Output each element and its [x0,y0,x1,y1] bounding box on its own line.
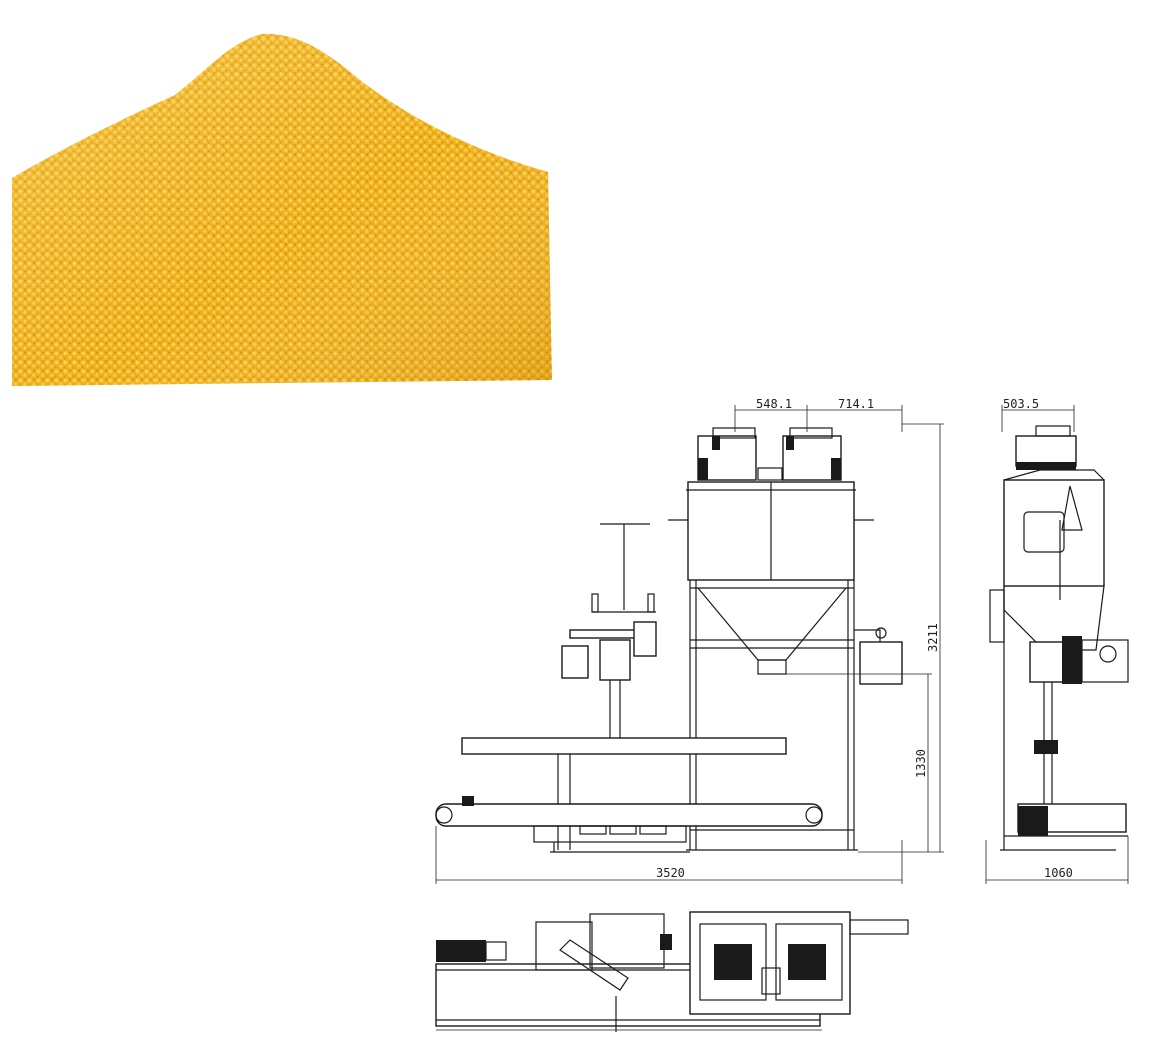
dimension-length: 3520 [435,826,903,884]
sewing-machine [561,523,657,738]
dimension-top: 548.1 714.1 [734,397,903,432]
dim-714-1: 714.1 [838,397,874,411]
dim-548-1: 548.1 [756,397,792,411]
conveyor [435,796,823,853]
side-box [859,641,903,685]
dim-503-5: 503.5 [1003,397,1039,411]
dim-1060: 1060 [1044,866,1073,880]
top-view [435,911,909,1032]
side-view: 503.5 1060 [985,397,1129,884]
dim-3211: 3211 [926,623,940,652]
weigh-hoppers [697,427,842,481]
millet-grain-photo [12,33,552,387]
dim-1330: 1330 [914,749,928,778]
work-platform [461,737,787,755]
dim-3520: 3520 [656,866,685,880]
dimension-height: 3211 1330 [786,423,944,853]
front-view: 548.1 714.1 [435,397,944,884]
